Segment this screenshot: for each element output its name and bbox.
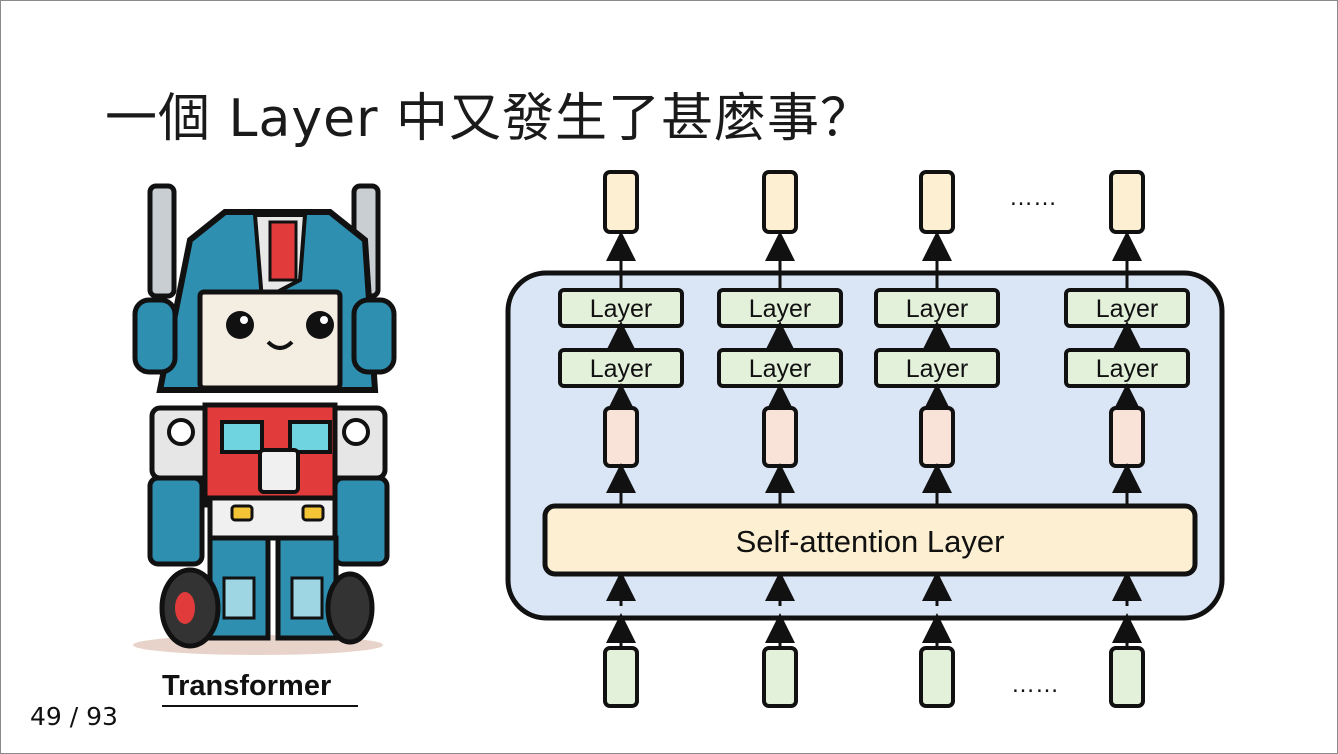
- robot-crest-red: [268, 220, 298, 282]
- output-token-4: [1109, 170, 1145, 234]
- robot-smile: [266, 340, 294, 350]
- layer-label-upper-4: Layer: [1096, 295, 1159, 323]
- robot-antenna-left: [147, 183, 177, 299]
- input-token-4: [1109, 646, 1145, 708]
- layer-label-lower-4: Layer: [1096, 355, 1159, 383]
- hidden-token-3: [919, 406, 955, 468]
- hidden-token-2: [762, 406, 798, 468]
- self-attention-layer: [542, 503, 1198, 577]
- input-token-3: [919, 646, 955, 708]
- robot-ear-right: [351, 297, 397, 375]
- output-ellipsis: ……: [1009, 184, 1057, 211]
- robot-arm-left: [147, 475, 205, 567]
- input-ellipsis: ……: [1011, 671, 1059, 698]
- layer-label-upper-2: Layer: [749, 295, 812, 323]
- output-token-3: [919, 170, 955, 234]
- self-attention-label: Self-attention Layer: [736, 524, 1005, 559]
- layer-label-lower-1: Layer: [590, 355, 653, 383]
- layer-label-lower-3: Layer: [906, 355, 969, 383]
- robot-ear-left: [132, 297, 178, 375]
- robot-wheel-right: [325, 571, 375, 645]
- slide-title: 一個 Layer 中又發生了甚麼事？: [105, 89, 874, 149]
- input-token-2: [762, 646, 798, 708]
- input-token-1: [603, 646, 639, 708]
- hidden-token-1: [603, 406, 639, 468]
- robot-caption: Transformer: [162, 670, 358, 707]
- robot-grille: [258, 448, 300, 494]
- output-token-2: [762, 170, 798, 234]
- layer-label-upper-1: Layer: [590, 295, 653, 323]
- hidden-token-4: [1109, 406, 1145, 468]
- page-number: 49 / 93: [30, 702, 118, 731]
- layer-label-upper-3: Layer: [906, 295, 969, 323]
- output-token-1: [603, 170, 639, 234]
- layer-label-lower-2: Layer: [749, 355, 812, 383]
